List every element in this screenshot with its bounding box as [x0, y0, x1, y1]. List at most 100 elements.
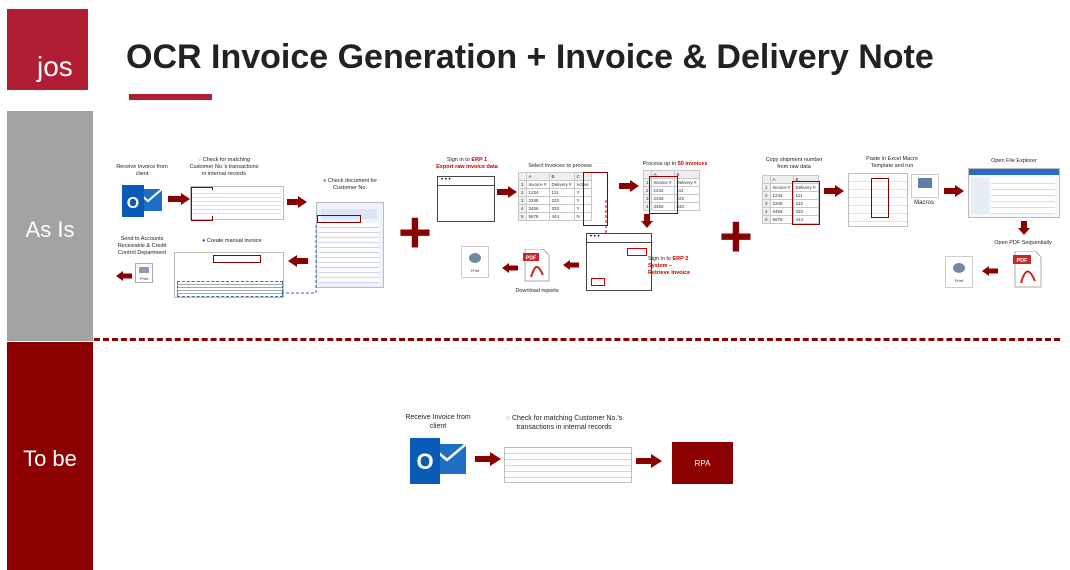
svg-text:PDF: PDF	[526, 256, 536, 262]
outlook-icon: O	[122, 185, 163, 217]
arrow-left	[982, 266, 998, 276]
sheet-header-cell	[518, 172, 527, 181]
title-underline	[129, 94, 212, 100]
print-icon: Print	[135, 263, 153, 283]
arrow-left	[116, 271, 132, 281]
arrow-right	[619, 180, 639, 192]
sheet-cell: 333	[673, 202, 700, 211]
records-sheet	[190, 186, 284, 221]
send-accounts-label: Send to Accounts Receivable & Credit Con…	[117, 236, 167, 256]
pdf-icon: PDF	[1013, 251, 1042, 288]
arrow-right	[287, 196, 307, 208]
sheet-cell: 3	[518, 196, 527, 205]
erp1-window: • • •	[437, 176, 495, 222]
connector-dashed	[282, 225, 317, 294]
sheet-cell: 5	[762, 215, 771, 224]
sheet-cell: 1	[518, 180, 527, 189]
active-column-highlight	[583, 172, 608, 226]
sheet-cell: 444	[548, 212, 575, 221]
sheet-header-cell: B	[548, 172, 575, 181]
copy-shipment-label: Copy shipment number from raw data	[765, 157, 823, 170]
svg-text:Print: Print	[140, 276, 149, 281]
svg-text:PDF: PDF	[1017, 258, 1029, 264]
sheet-cell: 3456	[650, 202, 675, 211]
arrow-right	[497, 186, 517, 198]
arrow-down	[1018, 221, 1030, 235]
sheet-cell: 4	[518, 204, 527, 213]
plus-sign-2: +	[719, 204, 753, 269]
plus-sign-1: +	[398, 200, 432, 265]
sheet-cell: 3	[762, 199, 771, 208]
arrow-right	[636, 454, 662, 468]
tobe-records-sheet	[504, 447, 632, 483]
tobe-receive-label: Receive Invoice from client	[405, 414, 471, 430]
sheet-cell: 2345	[525, 196, 550, 205]
sheet-cell: 4	[762, 207, 771, 216]
document-image	[316, 202, 384, 288]
sheet-cell: 3456	[525, 204, 550, 213]
arrow-left	[563, 260, 579, 270]
open-pdf-label: Open PDF Sequentially	[994, 240, 1052, 246]
open-explorer-label: Open File Explorer	[991, 158, 1037, 164]
process-label: Process up to 50 invoices	[642, 161, 708, 167]
lane-as-is: As Is	[7, 111, 93, 341]
logo-text: jos	[37, 51, 73, 82]
sheet-header-cell: A	[525, 172, 550, 181]
manual-invoice-image	[174, 252, 284, 298]
arrow-left	[502, 263, 518, 273]
erp2-window: • • •	[586, 233, 652, 291]
pdf-icon: PDF	[523, 249, 550, 282]
sheet-cell: 444	[792, 215, 819, 224]
svg-text:O: O	[127, 195, 139, 212]
arrow-right	[824, 185, 844, 197]
sheet-cell: 5678	[769, 215, 794, 224]
create-manual-label: ● Create manual invoice	[202, 238, 262, 244]
receive-invoice-label: Receive Invoice from client	[116, 164, 168, 177]
download-reports-label: Download reports	[515, 288, 559, 294]
sheet-cell: 5678	[525, 212, 550, 221]
sheet-cell: 2	[762, 191, 771, 200]
svg-text:Print: Print	[471, 268, 480, 273]
lane-to-be-label: To be	[23, 446, 77, 471]
lane-to-be: To be	[7, 342, 93, 570]
arrow-down	[641, 214, 653, 228]
invoice-column-highlight	[649, 176, 678, 214]
logo: jos	[7, 9, 88, 90]
sheet-header-cell	[762, 175, 771, 184]
check-match-label: ○ Check for matching Customer No.'s tran…	[189, 157, 259, 177]
sheet-cell: 1234	[525, 188, 550, 197]
sheet-cell: 111	[548, 188, 575, 197]
sheet-cell: 5	[518, 212, 527, 221]
print-icon: Print	[461, 246, 489, 278]
arrow-right	[168, 193, 190, 205]
print-icon: Print	[945, 256, 973, 288]
sheet-cell: N	[573, 212, 592, 221]
arrow-right	[475, 452, 501, 466]
lane-as-is-label: As Is	[25, 217, 75, 242]
macros-label: Macros	[914, 200, 934, 206]
rpa-box: RPA	[672, 442, 733, 484]
svg-text:O: O	[416, 449, 433, 474]
arrow-left	[288, 255, 308, 267]
sheet-cell: 222	[548, 196, 575, 205]
sheet-cell: Invoice #	[769, 183, 794, 192]
sheet-cell: 2345	[769, 199, 794, 208]
sheet-cell: 3456	[769, 207, 794, 216]
svg-text:Print: Print	[955, 278, 964, 283]
sheet-header-cell: A	[769, 175, 794, 184]
sheet-cell: 333	[548, 204, 575, 213]
sheet-cell: Delivery #	[548, 180, 575, 189]
select-invoices-label: Select invoices to process	[528, 163, 592, 169]
